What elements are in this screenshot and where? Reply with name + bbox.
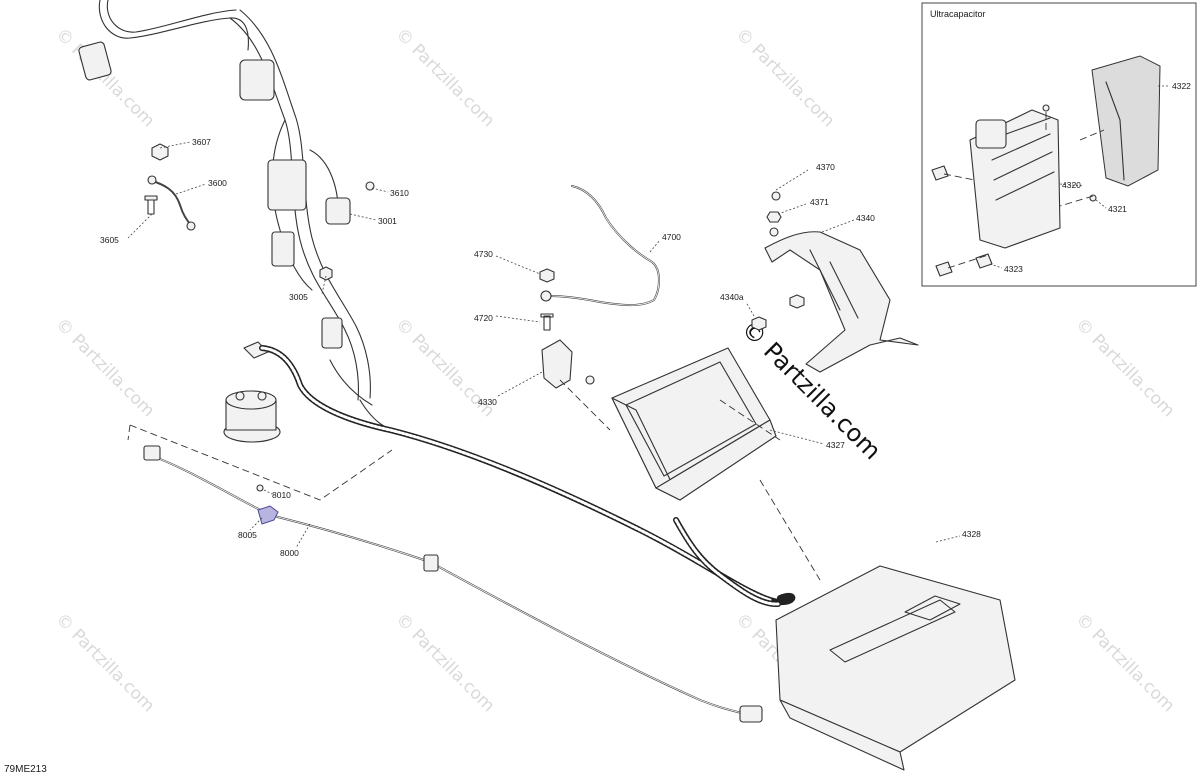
screw-3610 — [365, 181, 375, 191]
inset-title: Ultracapacitor — [930, 9, 986, 19]
strap-3600 — [149, 179, 193, 227]
callout-4330: 4330 — [478, 397, 497, 407]
callout-4328: 4328 — [962, 529, 981, 539]
watermark-text: © Partzilla.com — [731, 24, 838, 131]
callout-8005: 8005 — [238, 530, 257, 540]
connector-3001 — [325, 197, 351, 225]
callout-4370: 4370 — [816, 162, 835, 172]
watermark-text: © Partzilla.com — [391, 24, 498, 131]
pad-4322 — [1091, 55, 1161, 187]
solenoid — [223, 341, 281, 443]
callout-3600: 3600 — [208, 178, 227, 188]
callout-4700: 4700 — [662, 232, 681, 242]
harness-leader-box — [129, 424, 393, 501]
callout-3005: 3005 — [289, 292, 308, 302]
nut-4730 — [539, 268, 555, 283]
callout-8000: 8000 — [280, 548, 299, 558]
clip-8005 — [257, 505, 279, 525]
battery-cable — [259, 345, 796, 608]
callout-3001: 3001 — [378, 216, 397, 226]
watermark-text: © Partzilla.com — [391, 609, 498, 716]
battery-4327 — [611, 347, 777, 501]
callout-4321: 4321 — [1108, 204, 1127, 214]
cable-4700 — [540, 185, 660, 307]
leader-lines — [127, 85, 1170, 549]
callout-4720: 4720 — [474, 313, 493, 323]
callout-3607: 3607 — [192, 137, 211, 147]
callout-3605: 3605 — [100, 235, 119, 245]
callout-4322: 4322 — [1172, 81, 1191, 91]
wire-harness-8000 — [143, 445, 763, 723]
watermark-text: © Partzilla.com — [51, 24, 158, 131]
nut-3607 — [151, 143, 169, 161]
callouts: 3607 3600 3605 3610 3001 3005 4370 4371 … — [100, 81, 1191, 558]
wiring-harness — [78, 0, 401, 433]
callout-3610: 3610 — [390, 188, 409, 198]
watermark-text: © Partzilla.com — [51, 609, 158, 716]
watermark-text: © Partzilla.com — [1071, 314, 1178, 421]
watermark-text: © Partzilla.com — [51, 314, 158, 421]
callout-4371: 4371 — [810, 197, 829, 207]
watermark-text: © Partzilla.com — [1071, 609, 1178, 716]
bolt-4720 — [540, 313, 554, 331]
bracket-4340 — [751, 191, 919, 373]
callout-4323: 4323 — [1004, 264, 1023, 274]
ultracapacitor-inset: Ultracapacitor — [921, 2, 1197, 287]
diagram-code: 79ME213 — [4, 764, 47, 775]
battery-tray-4328 — [775, 565, 1016, 771]
callout-4327: 4327 — [826, 440, 845, 450]
callout-4730: 4730 — [474, 249, 493, 259]
callout-4340: 4340 — [856, 213, 875, 223]
callout-4320: 4320 — [1062, 180, 1081, 190]
callout-8010: 8010 — [272, 490, 291, 500]
ground-strap-group — [144, 143, 196, 231]
screw-8010 — [256, 484, 264, 492]
terminal-cover-4330 — [541, 339, 573, 389]
harness-fasteners — [319, 181, 375, 281]
nut-3005 — [319, 266, 333, 281]
callout-4340a: 4340a — [720, 292, 744, 302]
